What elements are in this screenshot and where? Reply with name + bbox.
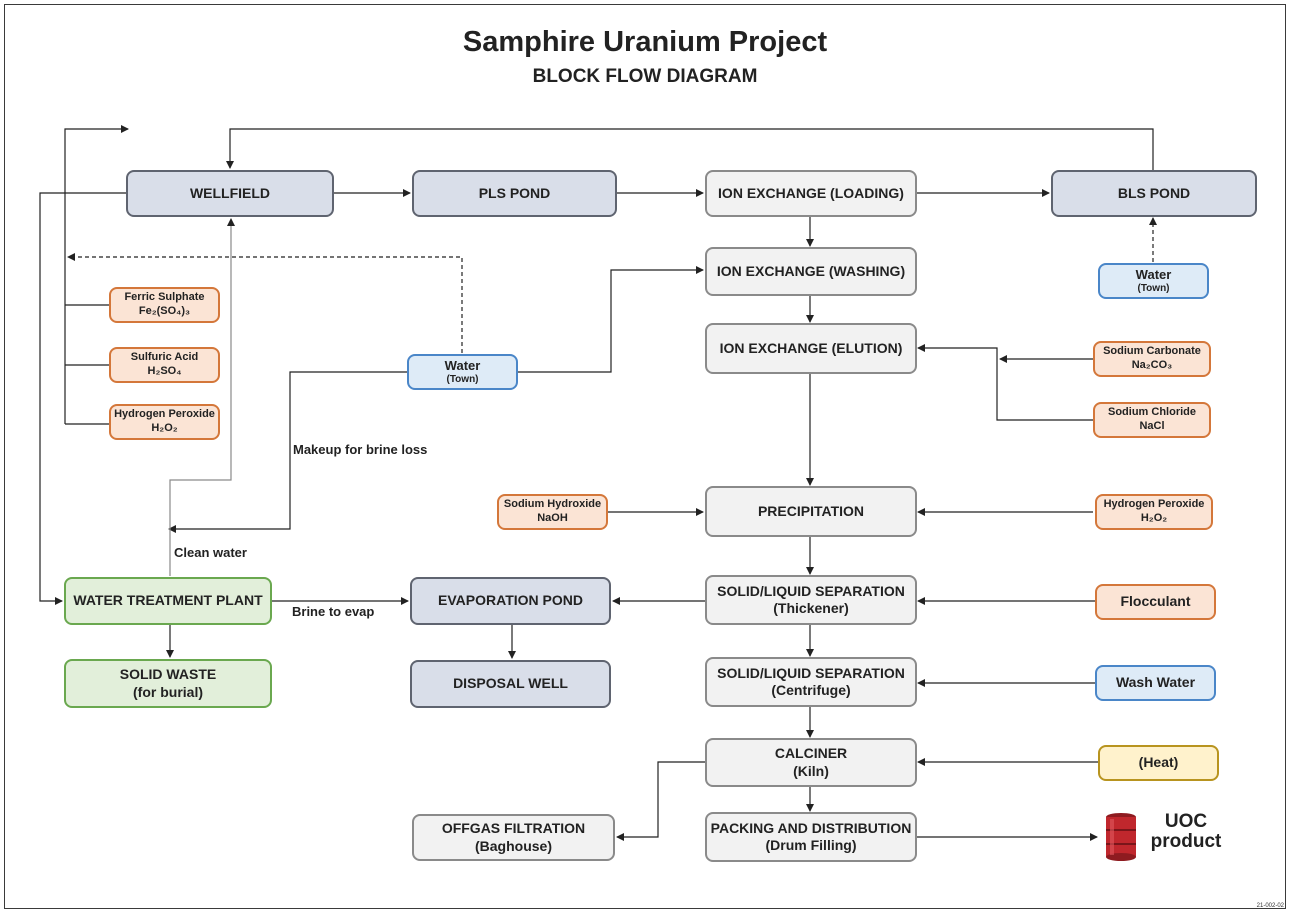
ix-elution-label: ION EXCHANGE (ELUTION) (719, 339, 903, 356)
precipitation-label: PRECIPITATION (757, 502, 865, 519)
ferric-sulphate-box: Ferric Sulphate Fe₂(SO₄)₃ (109, 287, 220, 323)
sodium-carbonate-box: Sodium Carbonate Na₂CO₃ (1093, 341, 1211, 377)
ix-loading-label: ION EXCHANGE (LOADING) (718, 184, 904, 201)
ix-washing-box: ION EXCHANGE (WASHING) (705, 247, 917, 296)
wtp-label: WATER TREATMENT PLANT (73, 592, 263, 609)
offgas-box: OFFGAS FILTRATION (Baghouse) (412, 814, 615, 861)
pls-pond-box: PLS POND (412, 170, 617, 217)
uoc-product-label: UOC product (1146, 812, 1226, 852)
sulfuric-acid-box: Sulfuric Acid H₂SO₄ (109, 347, 220, 383)
sl-centrifuge-sub: (Centrifuge) (771, 682, 851, 698)
evap-pond-box: EVAPORATION POND (410, 577, 611, 625)
offgas-title: OFFGAS FILTRATION (441, 820, 586, 836)
uoc-label-line2: product (1150, 830, 1222, 852)
water-town-right-name: Water (1135, 266, 1172, 282)
sulfuric-acid-name: Sulfuric Acid (130, 351, 199, 364)
sodium-carbonate-name: Sodium Carbonate (1103, 345, 1201, 358)
sl-centrifuge-title: SOLID/LIQUID SEPARATION (717, 664, 905, 681)
disposal-well-box: DISPOSAL WELL (410, 660, 611, 708)
solid-waste-box: SOLID WASTE (for burial) (64, 659, 272, 708)
sodium-hydroxide-formula: NaOH (537, 512, 568, 524)
h2o2-left-name: Hydrogen Peroxide (114, 408, 215, 421)
sl-thickener-title: SOLID/LIQUID SEPARATION (717, 582, 905, 599)
flocculant-label: Flocculant (1120, 593, 1191, 610)
sl-thickener-sub: (Thickener) (773, 600, 849, 616)
calciner-sub: (Kiln) (793, 762, 829, 779)
precipitation-box: PRECIPITATION (705, 486, 917, 537)
disposal-well-label: DISPOSAL WELL (453, 675, 568, 692)
sodium-chloride-box: Sodium Chloride NaCl (1093, 402, 1211, 438)
packing-sub: (Drum Filling) (765, 837, 857, 853)
sodium-hydroxide-name: Sodium Hydroxide (503, 498, 602, 511)
sodium-hydroxide-box: Sodium Hydroxide NaOH (497, 494, 608, 530)
packing-box: PACKING AND DISTRIBUTION (Drum Filling) (705, 812, 917, 862)
solid-waste-title: SOLID WASTE (119, 666, 217, 682)
ix-loading-box: ION EXCHANGE (LOADING) (705, 170, 917, 217)
sulfuric-acid-formula: H₂SO₄ (147, 365, 182, 377)
clean-water-label: Clean water (174, 545, 247, 560)
pls-pond-label: PLS POND (478, 184, 551, 201)
h2o2-right-name: Hydrogen Peroxide (1103, 498, 1205, 511)
flocculant-box: Flocculant (1095, 584, 1216, 620)
water-town-mid-name: Water (444, 357, 481, 373)
h2o2-right-box: Hydrogen Peroxide H₂O₂ (1095, 494, 1213, 530)
bls-pond-box: BLS POND (1051, 170, 1257, 217)
evap-pond-label: EVAPORATION POND (438, 592, 583, 609)
calciner-title: CALCINER (774, 745, 848, 761)
water-town-mid-sub: (Town) (446, 373, 479, 385)
calciner-box: CALCINER (Kiln) (705, 738, 917, 787)
drum-icon (1106, 813, 1136, 861)
solid-waste-sub: (for burial) (133, 683, 203, 700)
brine-label: Brine to evap (292, 604, 375, 619)
wellfield-box: WELLFIELD (126, 170, 334, 217)
ix-elution-box: ION EXCHANGE (ELUTION) (705, 323, 917, 374)
offgas-sub: (Baghouse) (475, 837, 552, 854)
heat-box: (Heat) (1098, 745, 1219, 781)
sodium-chloride-formula: NaCl (1139, 420, 1165, 432)
sl-centrifuge-box: SOLID/LIQUID SEPARATION (Centrifuge) (705, 657, 917, 707)
wash-water-box: Wash Water (1095, 665, 1216, 701)
wtp-box: WATER TREATMENT PLANT (64, 577, 272, 625)
makeup-label: Makeup for brine loss (293, 442, 428, 457)
water-town-right-sub: (Town) (1137, 282, 1170, 294)
wash-water-label: Wash Water (1115, 674, 1196, 691)
heat-label: (Heat) (1138, 754, 1179, 771)
h2o2-left-formula: H₂O₂ (151, 422, 178, 434)
diagram-frame (4, 4, 1286, 909)
ferric-sulphate-name: Ferric Sulphate (124, 291, 205, 304)
ix-washing-label: ION EXCHANGE (WASHING) (716, 262, 906, 279)
water-town-right-box: Water (Town) (1098, 263, 1209, 299)
sodium-carbonate-formula: Na₂CO₃ (1131, 359, 1173, 371)
packing-title: PACKING AND DISTRIBUTION (710, 819, 912, 836)
bls-pond-label: BLS POND (1117, 184, 1191, 201)
h2o2-left-box: Hydrogen Peroxide H₂O₂ (109, 404, 220, 440)
uoc-label-line1: UOC (1164, 811, 1208, 832)
h2o2-right-formula: H₂O₂ (1140, 512, 1168, 524)
water-town-mid-box: Water (Town) (407, 354, 518, 390)
page-title: Samphire Uranium Project (462, 26, 828, 58)
drawing-reference: 21-002-02 (1256, 903, 1284, 909)
sodium-chloride-name: Sodium Chloride (1108, 406, 1196, 419)
page-subtitle: BLOCK FLOW DIAGRAM (532, 66, 758, 87)
wellfield-label: WELLFIELD (189, 184, 271, 201)
ferric-sulphate-formula: Fe₂(SO₄)₃ (138, 305, 191, 317)
sl-thickener-box: SOLID/LIQUID SEPARATION (Thickener) (705, 575, 917, 625)
